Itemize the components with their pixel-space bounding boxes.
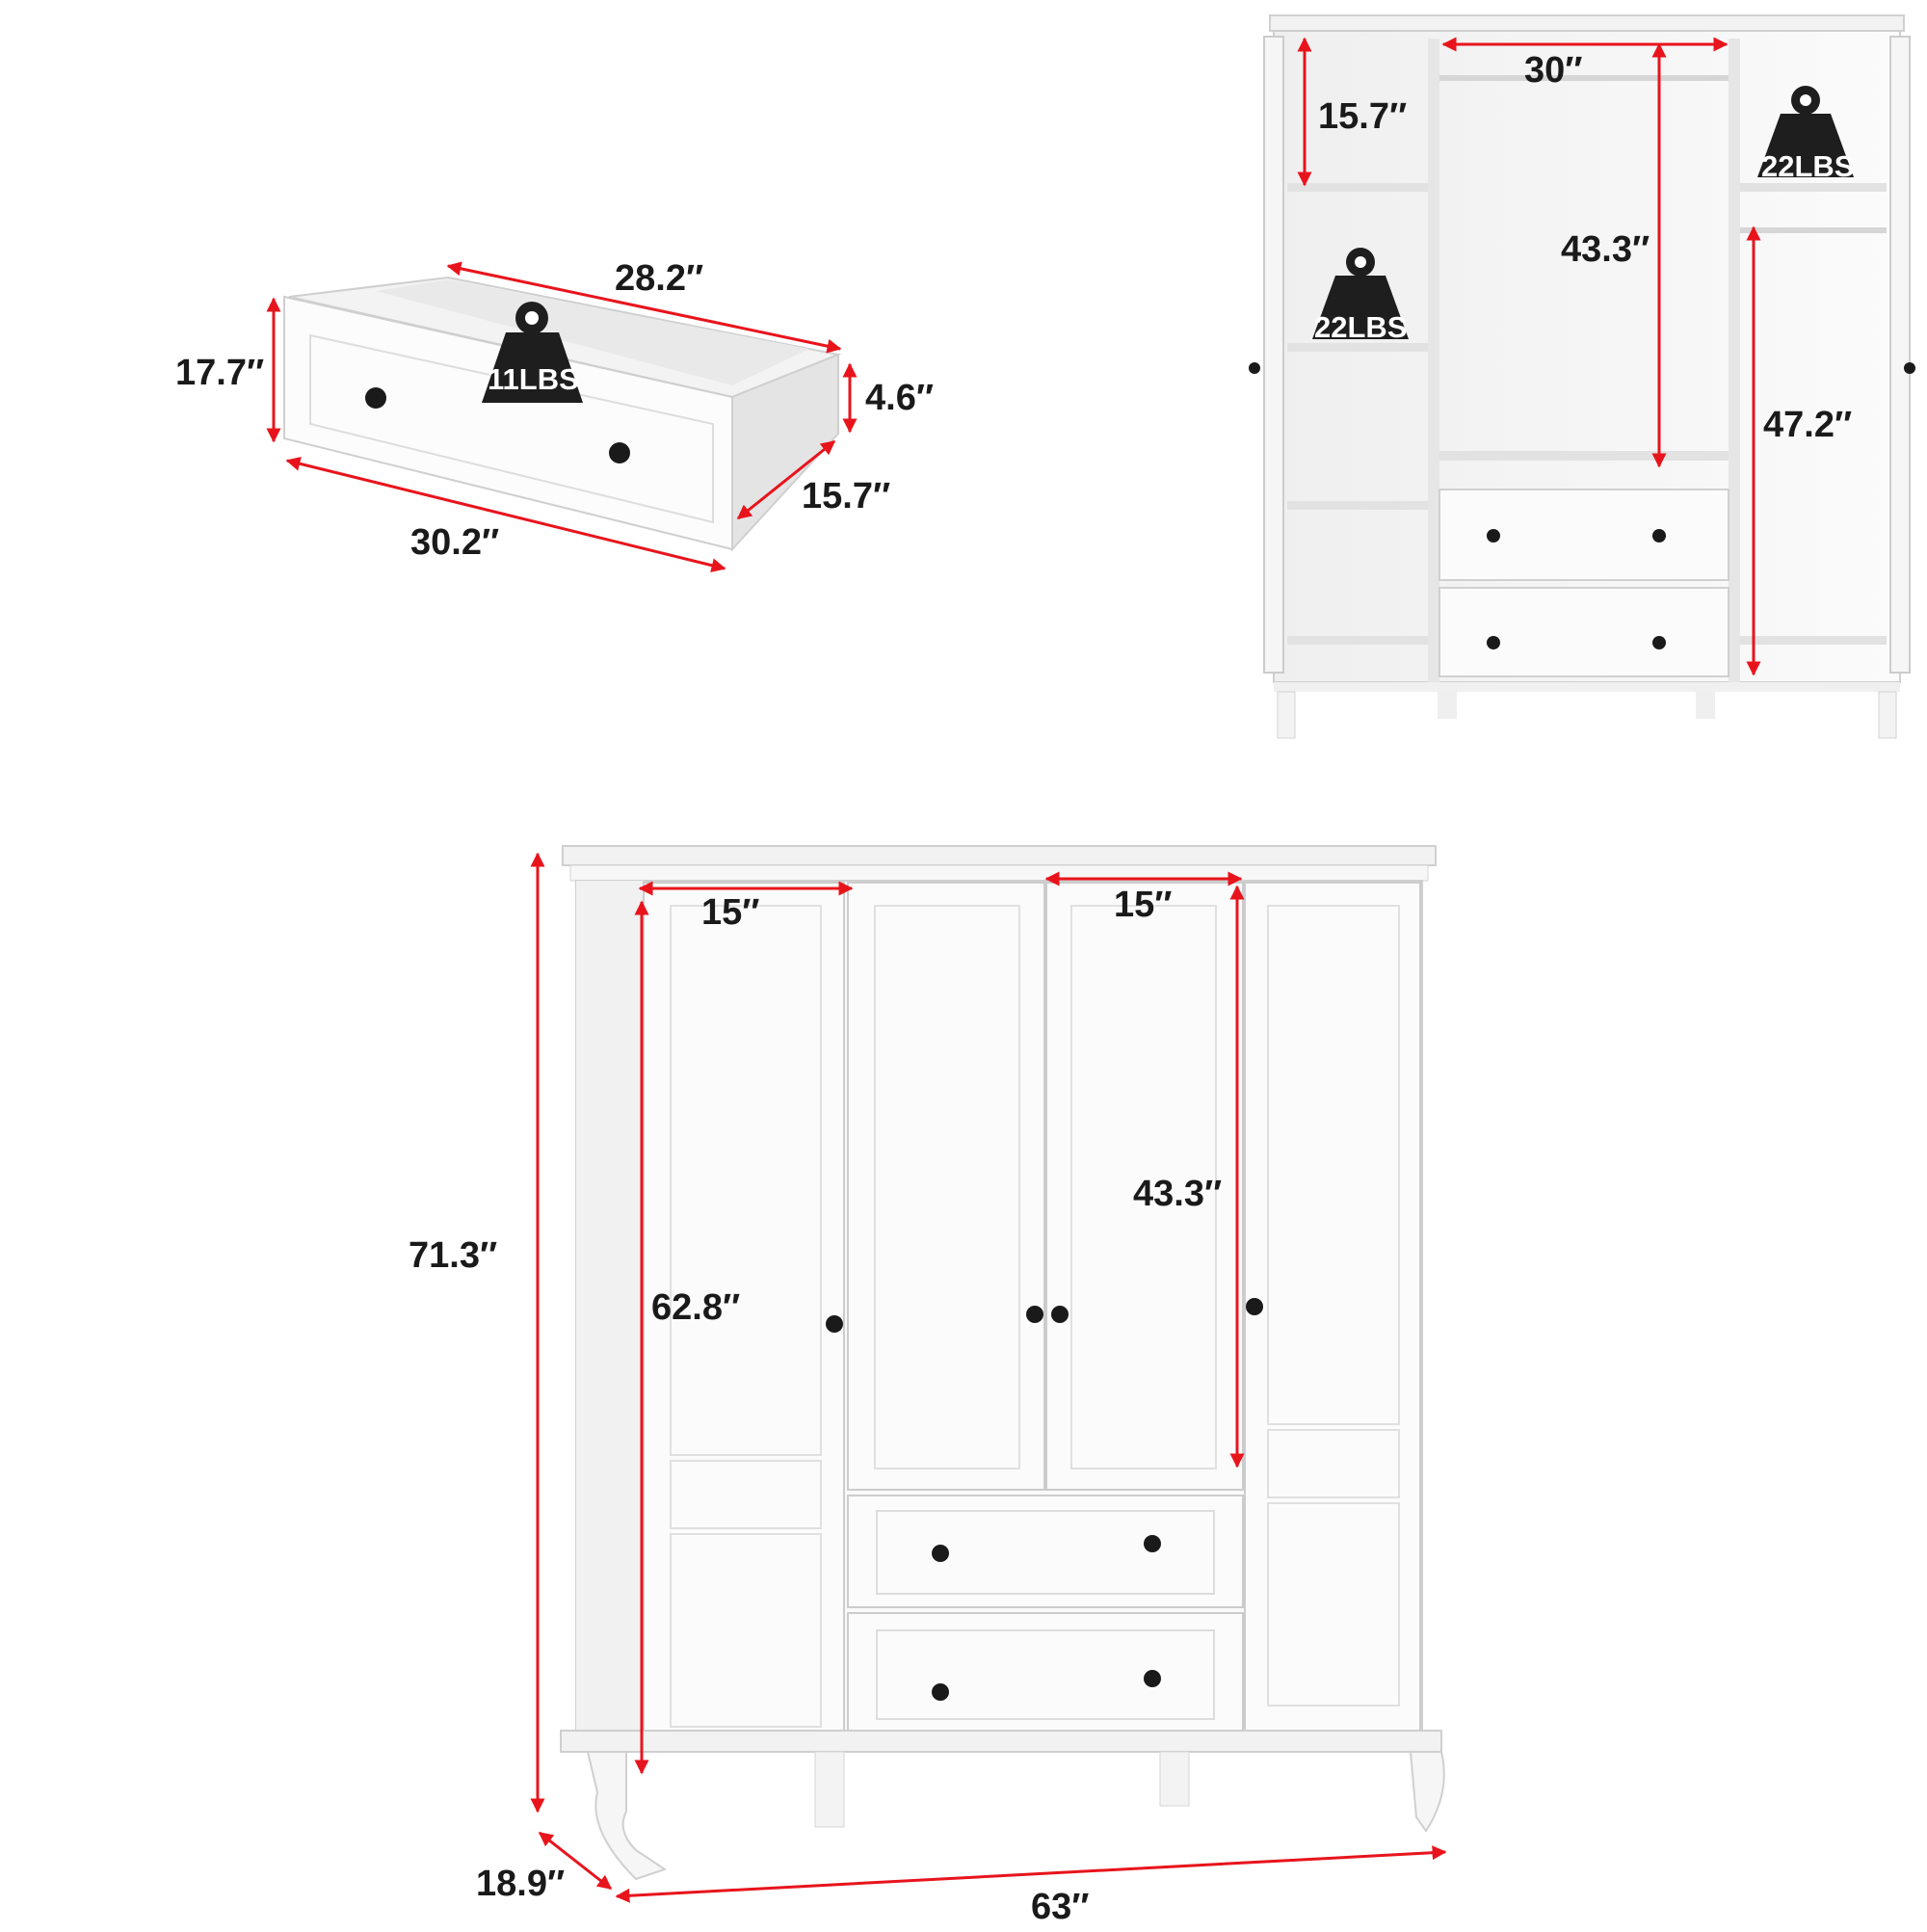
interior-hanging-width-label: 30″ [1524,50,1583,91]
drawer-depth-label: 15.7″ [802,476,891,516]
knob-icon [1026,1306,1043,1323]
knob-icon [1051,1306,1069,1323]
knob-icon [1652,636,1666,649]
knob-icon [365,387,386,409]
interior-top-shelf-label: 15.7″ [1318,96,1408,137]
wardrobe-front-illustration [560,845,1445,1881]
knob-icon [1144,1535,1161,1552]
knob-icon [1487,529,1500,543]
knob-icon [1904,362,1915,374]
front-depth-label: 18.9″ [476,1864,566,1904]
knob-icon [1487,636,1500,649]
interior-dimension-lines [1297,37,1761,676]
drawer-back-width-label: 28.2″ [615,258,704,299]
knob-icon [932,1545,949,1562]
front-dimension-lines [530,852,1447,1903]
drawer-front-height-label: 17.7″ [175,353,265,393]
front-total-height-label: 71.3″ [409,1235,498,1276]
drawer-side-height-label: 4.6″ [865,378,935,418]
weight-label: 22LBS [1761,149,1855,183]
knob-icon [1249,362,1260,374]
drawer-illustration [283,276,842,552]
knob-icon [1144,1670,1161,1687]
front-door-height-label: 62.8″ [651,1287,741,1328]
knob-icon [1652,529,1666,543]
interior-hanging-height-label: 43.3″ [1561,229,1650,270]
drawer-dimension-lines [266,261,858,573]
front-left-door-width-label: 15″ [701,892,760,933]
front-total-width-label: 63″ [1031,1887,1090,1927]
weight-label: 11LBS [488,362,579,396]
front-upper-door-height-label: 43.3″ [1133,1174,1223,1214]
wardrobe-interior-illustration [1249,14,1915,739]
knob-icon [609,442,630,463]
interior-right-hanging-label: 47.2″ [1763,405,1853,445]
weight-label: 22LBS [1314,310,1408,344]
drawer-front-width-label: 30.2″ [410,522,500,563]
weight-icon [1312,248,1409,339]
knob-icon [826,1315,843,1333]
weight-icon [1757,86,1854,177]
front-right-door-width-label: 15″ [1114,885,1173,925]
knob-icon [932,1683,949,1701]
knob-icon [1246,1298,1263,1315]
